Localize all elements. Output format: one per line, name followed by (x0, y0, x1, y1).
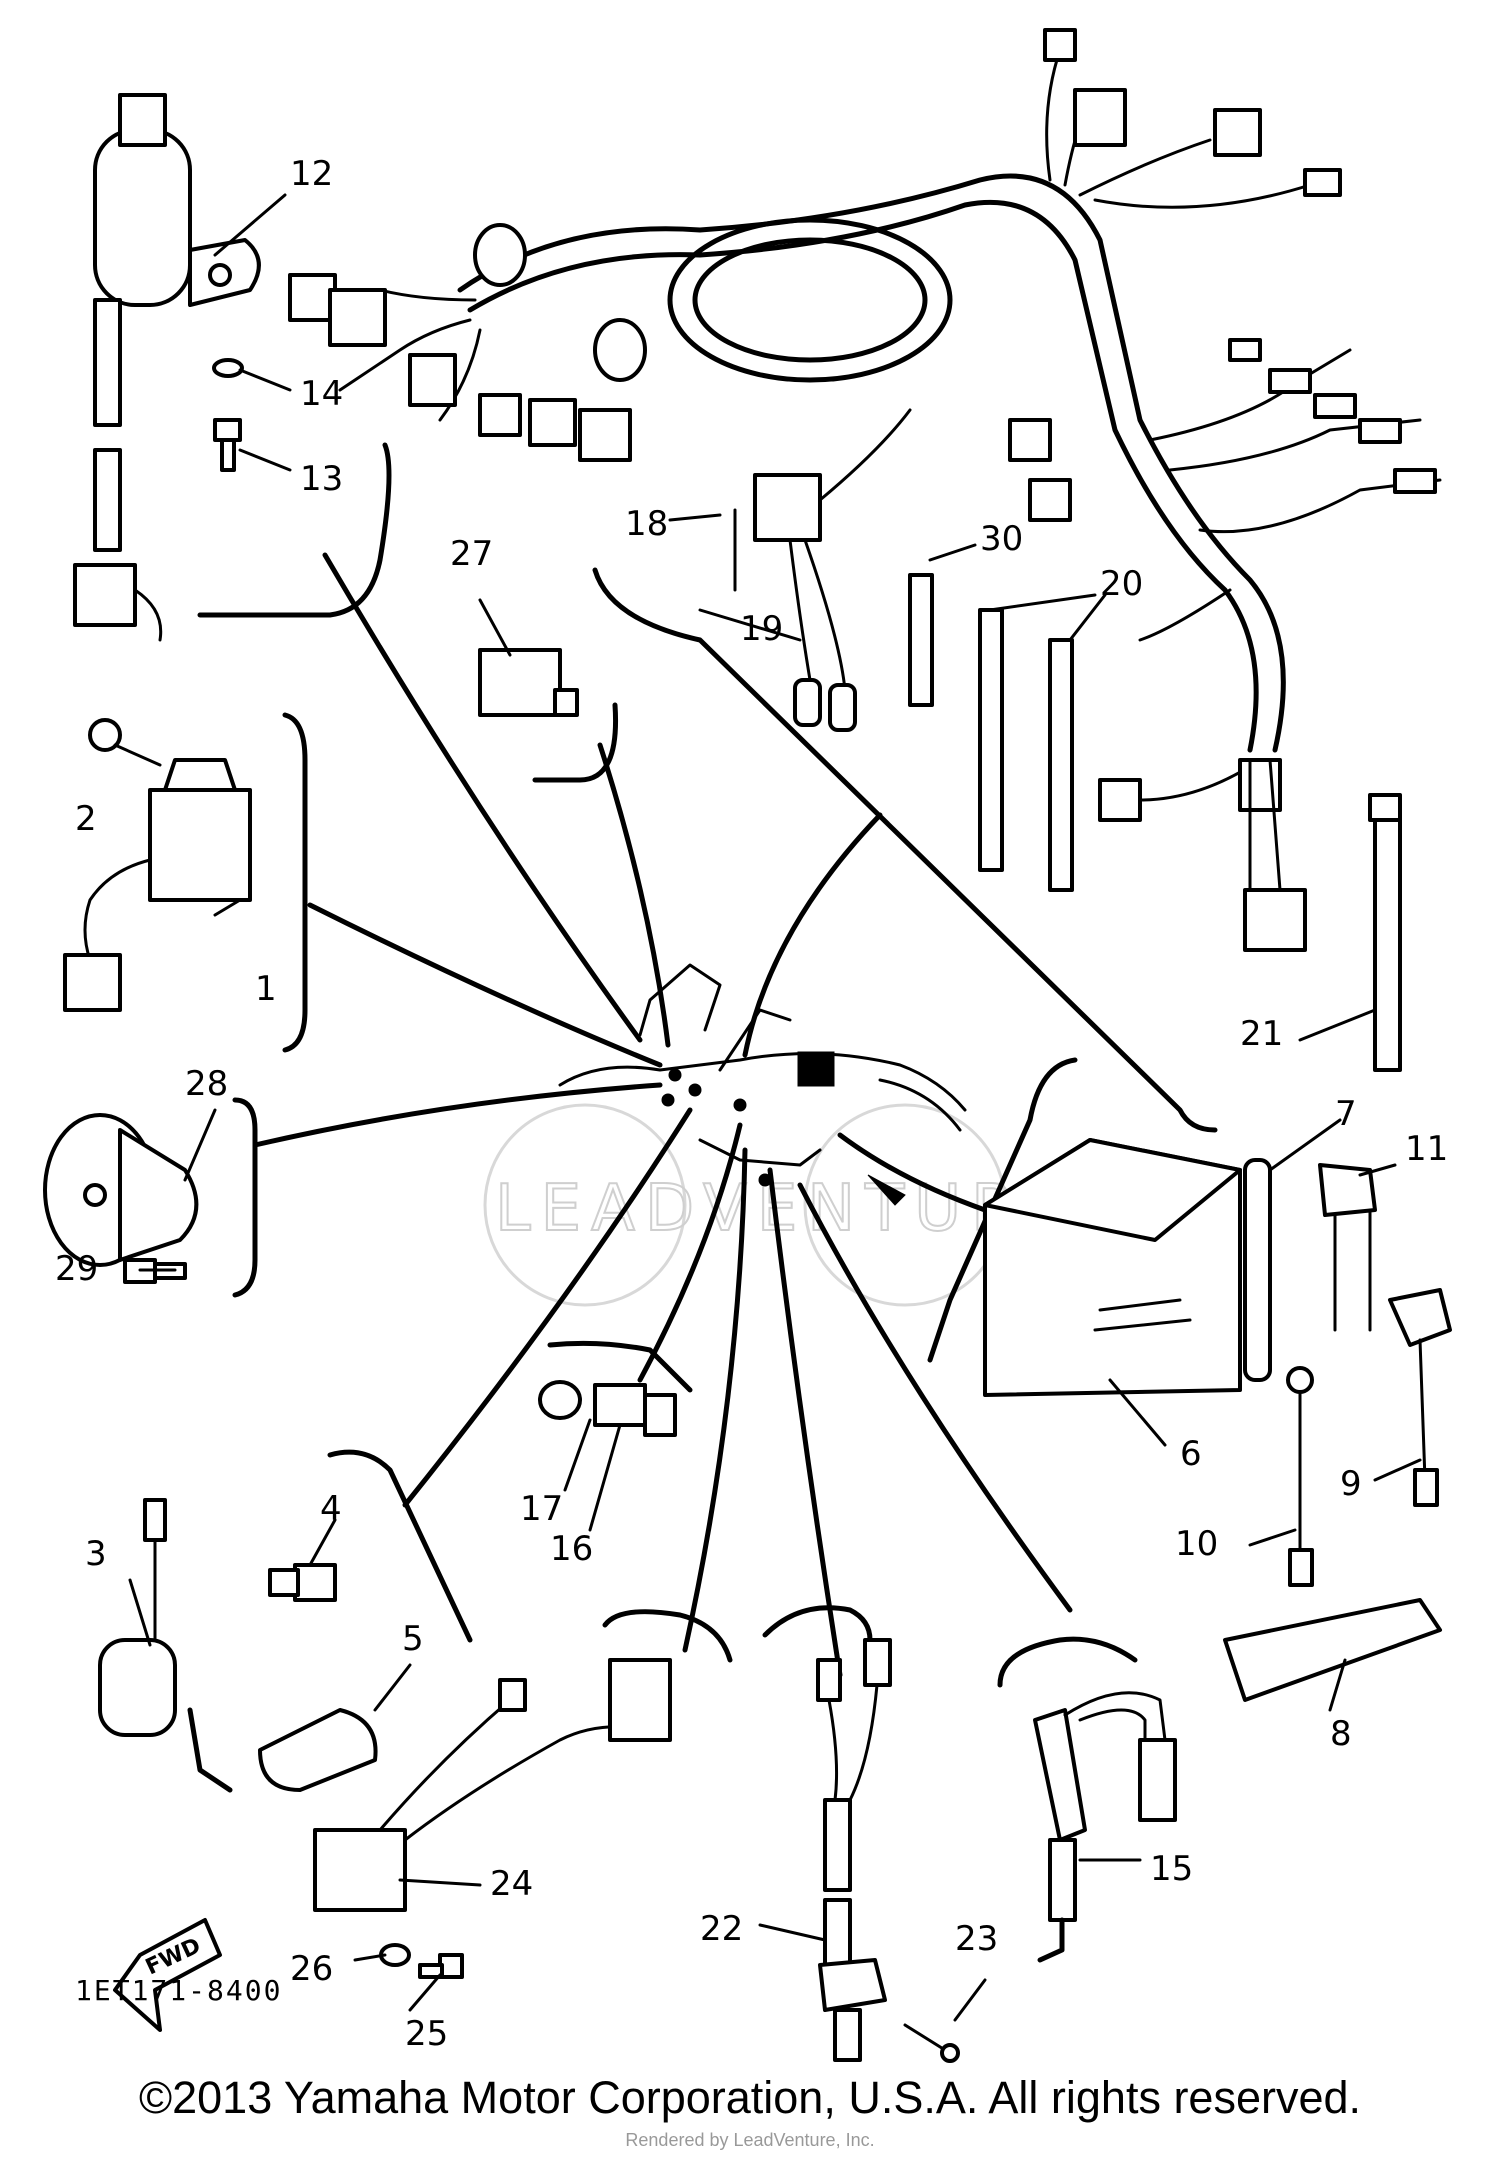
part-14-washer (212, 358, 244, 378)
callout-6: 6 (1180, 1434, 1202, 1474)
callout-26: 26 (290, 1949, 333, 1989)
rendered-by-credit: Rendered by LeadVenture, Inc. (625, 2130, 875, 2150)
callout-16: 16 (550, 1529, 593, 1569)
part-15-plug-cap (1033, 1691, 1177, 1963)
part-9-battery-lead (1388, 1288, 1452, 1507)
part-13-screw (213, 418, 242, 472)
svg-text:LEADVENTURE: LEADVENTURE (495, 1172, 1076, 1246)
callout-leaders (128, 193, 1422, 2022)
part-20-band (978, 608, 1074, 892)
callout-11: 11 (1405, 1129, 1448, 1169)
part-23-screw (903, 2023, 960, 2063)
part-1-rectifier-regulator (63, 758, 252, 1012)
part-5-spark-plug-cap (258, 1708, 378, 1792)
part-10-battery-lead (1286, 1366, 1314, 1587)
part-19-relay (753, 408, 912, 732)
callout-1: 1 (255, 969, 277, 1009)
part-7-tube (1243, 1158, 1272, 1382)
callout-numbers: 1 2 3 4 5 6 7 8 9 10 11 12 13 14 15 16 1… (55, 154, 1448, 2054)
callout-20: 20 (1100, 564, 1143, 604)
drawing-code: 1ET171-8400 (75, 1974, 282, 2007)
callout-30: 30 (980, 519, 1023, 559)
callout-25: 25 (405, 2014, 448, 2054)
callout-21: 21 (1240, 1014, 1283, 1054)
callout-8: 8 (1330, 1714, 1352, 1754)
part-2-bolt (88, 718, 162, 767)
part-8-battery-band (1223, 1598, 1442, 1702)
callout-13: 13 (300, 459, 343, 499)
part-25-screw (418, 1953, 464, 1979)
part-27-relay (478, 648, 579, 717)
callout-5: 5 (402, 1619, 424, 1659)
motorcycle-outline (558, 963, 967, 1187)
callout-19: 19 (740, 609, 783, 649)
part-16-neutral-switch (593, 1383, 677, 1437)
group-brackets (197, 442, 1218, 1688)
callout-24: 24 (490, 1864, 533, 1904)
callout-2: 2 (75, 799, 97, 839)
part-30-band (908, 573, 934, 707)
part-6-battery (983, 1138, 1242, 1397)
callout-22: 22 (700, 1909, 743, 1949)
part-4-bolt (268, 1563, 337, 1602)
callout-23: 23 (955, 1919, 998, 1959)
callout-4: 4 (320, 1489, 342, 1529)
callout-28: 28 (185, 1064, 228, 1104)
fwd-arrow-icon: FWD (113, 1918, 222, 2032)
callout-27: 27 (450, 534, 493, 574)
callout-14: 14 (300, 374, 343, 414)
callout-3: 3 (85, 1534, 107, 1574)
callout-12: 12 (290, 154, 333, 194)
part-22-brake-switch (816, 1638, 892, 2062)
callout-10: 10 (1175, 1524, 1218, 1564)
part-18-wire-harness (288, 28, 1442, 952)
callout-29: 29 (55, 1249, 98, 1289)
part-24-cdi-unit (313, 1658, 672, 1912)
part-17-gasket (538, 1380, 582, 1420)
battery-location-mark (797, 1051, 835, 1087)
leader-lines (252, 552, 1073, 1678)
callout-17: 17 (520, 1489, 563, 1529)
callout-15: 15 (1150, 1849, 1193, 1889)
part-12-main-switch (73, 93, 261, 642)
callout-18: 18 (625, 504, 668, 544)
callout-9: 9 (1340, 1464, 1362, 1504)
part-28-horn (43, 1113, 199, 1267)
part-21-band (1368, 793, 1402, 1072)
leadventure-watermark: LEADVENTURE (483, 1103, 1076, 1307)
part-11-cover (1318, 1163, 1377, 1332)
callout-7: 7 (1335, 1094, 1357, 1134)
copyright-notice: ©2013 Yamaha Motor Corporation, U.S.A. A… (138, 2072, 1362, 2123)
part-3-ignition-coil (98, 1498, 233, 1793)
